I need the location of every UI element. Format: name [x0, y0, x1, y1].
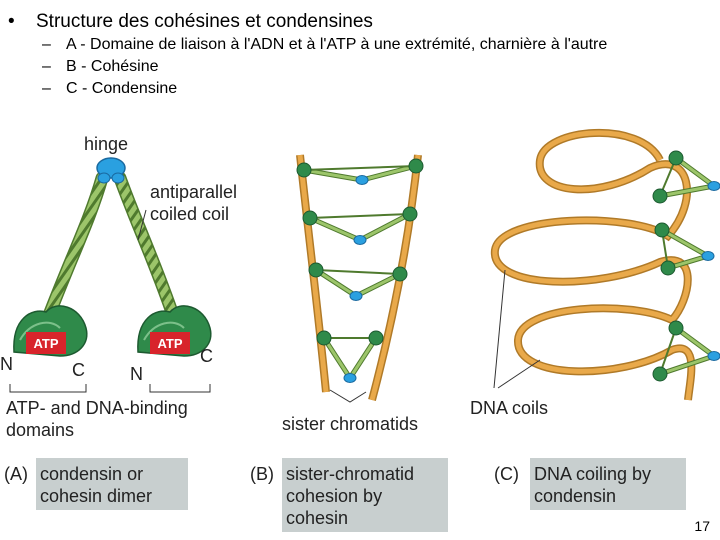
- cohesin-rings: [296, 158, 424, 383]
- atp-box-left: [26, 332, 66, 354]
- caption-b-line2: cohesion by: [286, 486, 382, 506]
- caption-box-a: [36, 458, 188, 510]
- panel-b-letter: (B): [250, 464, 274, 484]
- caption-c-line1: DNA coiling by: [534, 464, 651, 484]
- bullet-list: • Structure des cohésines et condensines…: [8, 10, 708, 100]
- coiled-coil-label-2: coiled coil: [150, 204, 229, 224]
- caption-a-line2: cohesin dimer: [40, 486, 152, 506]
- n-label-right: N: [130, 364, 143, 384]
- caption-b-line3: cohesin: [286, 508, 348, 528]
- dash-glyph: –: [42, 80, 51, 97]
- panel-a-diagram: hinge antiparallel coiled coil ATP N C A…: [0, 134, 237, 440]
- smc-ring: [296, 158, 424, 185]
- domains-label-1: ATP- and DNA-binding: [6, 398, 188, 418]
- caption-box-c: [530, 458, 686, 510]
- head-domain-left: ATP: [13, 305, 88, 357]
- bullet-main: • Structure des cohésines et condensines: [8, 10, 708, 34]
- coiled-coil-label-1: antiparallel: [150, 182, 237, 202]
- panel-a-letter: (A): [4, 464, 28, 484]
- bullet-sub-a: – A - Domaine de liaison à l'ADN et à l'…: [42, 34, 708, 56]
- atp-box-right: [150, 332, 190, 354]
- domains-label-2: domains: [6, 420, 74, 440]
- caption-a-line1: condensin or: [40, 464, 143, 484]
- bullet-sub-c: – C - Condensine: [42, 78, 708, 100]
- smc-ring: [654, 222, 715, 276]
- smc-ring: [652, 150, 720, 204]
- bullet-main-text: Structure des cohésines et condensines: [36, 11, 373, 32]
- panel-c-letter: (C): [494, 464, 519, 484]
- condensin-rings: [652, 150, 720, 382]
- panel-c-diagram: DNA coils: [470, 129, 720, 418]
- smc-ring: [316, 330, 384, 383]
- bullet-sub-text: A - Domaine de liaison à l'ADN et à l'AT…: [66, 36, 608, 53]
- n-label-left: N: [0, 354, 13, 374]
- sister-chromatids-label: sister chromatids: [282, 414, 418, 434]
- caption-box-b: [282, 458, 448, 532]
- page-number: 17: [694, 518, 710, 534]
- bullet-sub-text: B - Cohésine: [66, 58, 159, 75]
- smc-ring: [652, 320, 720, 382]
- bullet-sub-b: – B - Cohésine: [42, 56, 708, 78]
- hinge-label: hinge: [84, 134, 128, 154]
- atp-label-right: ATP: [157, 336, 182, 351]
- panel-b-diagram: sister chromatids: [282, 154, 424, 434]
- c-label-left: C: [72, 360, 85, 380]
- dna-coils-label: DNA coils: [470, 398, 548, 418]
- caption-b-line1: sister-chromatid: [286, 464, 414, 484]
- head-domain-right: ATP: [137, 305, 212, 357]
- smc-ring: [302, 206, 418, 245]
- c-label-right: C: [200, 346, 213, 366]
- bullet-glyph: •: [8, 11, 15, 32]
- smc-ring: [308, 262, 408, 301]
- bullet-sub-text: C - Condensine: [66, 80, 178, 97]
- dash-glyph: –: [42, 58, 51, 75]
- dash-glyph: –: [42, 36, 51, 53]
- caption-c-line2: condensin: [534, 486, 616, 506]
- atp-label-left: ATP: [33, 336, 58, 351]
